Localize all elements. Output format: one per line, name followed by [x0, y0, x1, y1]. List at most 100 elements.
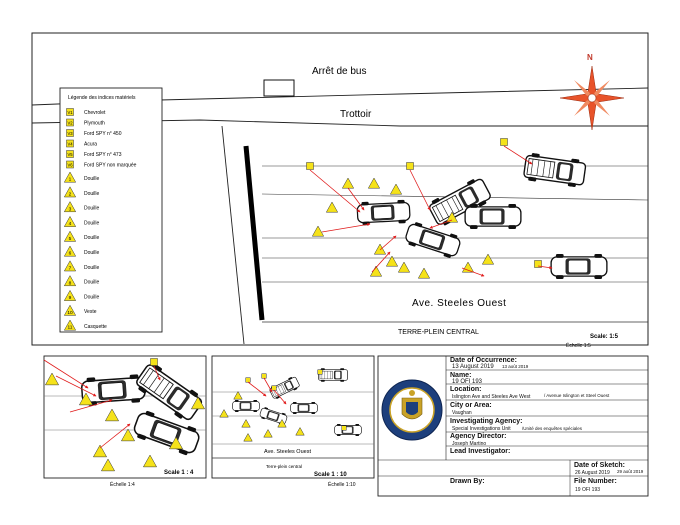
evidence-marker [445, 211, 459, 223]
compass-rose [559, 65, 625, 131]
inset-mid-vehicle [232, 400, 260, 412]
evidence-marker [92, 444, 108, 458]
legend-vehicle-marker: V5 [66, 150, 74, 158]
legend-item-label: Chevrolet [84, 110, 106, 116]
legend-item-label: Ford SPY n° 473 [84, 152, 122, 158]
evidence-arrow [321, 222, 371, 233]
evidence-arrow [371, 251, 391, 273]
vehicle-v1 [356, 199, 411, 226]
evidence-arrow [99, 423, 131, 449]
svg-text:V6: V6 [67, 162, 73, 167]
evidence-arrow [461, 267, 485, 277]
agency-label: Investigating Agency: [450, 418, 523, 425]
city-label: City or Area: [450, 402, 492, 409]
occurrence-value: 13 August 2019 [452, 364, 494, 370]
evidence-markers [306, 138, 553, 279]
evidence-marker [219, 408, 229, 418]
svg-text:9: 9 [69, 295, 72, 301]
svg-text:3: 3 [69, 206, 72, 212]
legend-item: 10 Veste [63, 304, 97, 316]
street-label: Ave. Steeles Ouest [412, 298, 506, 309]
inset-mid-median-label: Terre-plein central [266, 464, 302, 469]
legend-item: 3 Douille [63, 201, 100, 212]
legend-evidence-marker: 3 [63, 201, 77, 212]
vehicle-v6 [550, 254, 608, 279]
inset-mid-vehicle [290, 402, 318, 414]
evidence-marker [168, 436, 184, 450]
evidence-marker [341, 177, 355, 189]
evidence-arrow [273, 389, 287, 405]
evidence-arrow [503, 145, 533, 165]
scale-label-fr: Échelle 1:5 [566, 342, 591, 349]
legend-vehicle-marker: V2 [66, 118, 74, 127]
occurrence-label: Date of Occurrence: [450, 357, 517, 364]
sketch-date-value: 26 August 2019 [575, 470, 610, 476]
bus-shelter [263, 79, 295, 97]
evidence-marker [100, 458, 116, 472]
inset-mid-scale: Scale 1 : 10 [314, 472, 347, 478]
agency-value-fr: /Unité des enquêtes spéciales [522, 426, 583, 431]
inset-left-scale-fr: Échelle 1:4 [110, 481, 135, 488]
north-label: N [587, 53, 593, 62]
legend-item-label: Douille [84, 235, 100, 241]
legend-item: 5 Douille [63, 230, 100, 242]
legend-item: V5 Ford SPY n° 473 [66, 150, 122, 158]
legend-item-label: Douille [84, 250, 100, 256]
svg-text:4: 4 [69, 221, 72, 227]
legend-item: V2 Plymouth [66, 118, 105, 127]
evidence-marker [44, 372, 60, 386]
legend-item-label: Douille [84, 280, 100, 286]
sketch-date-value-fr: 29 août 2019 [617, 469, 644, 474]
inset-left-evidence [43, 358, 206, 472]
bus-stop-label: Arrêt de bus [312, 66, 366, 77]
legend-evidence-marker: 5 [63, 230, 77, 242]
svg-text:7: 7 [69, 266, 72, 272]
lead-investigator-label: Lead Investigator: [450, 448, 511, 455]
legend-vehicle-marker: V3 [66, 129, 74, 137]
svg-text:V2: V2 [67, 120, 73, 125]
legend-evidence-marker: 11 [63, 319, 77, 331]
legend-item: 6 Douille [63, 245, 100, 257]
evidence-arrow [263, 377, 273, 393]
road-edge-west [221, 125, 245, 345]
legend-item-label: Veste [84, 309, 97, 315]
file-number-value: 19 OFI 193 [575, 487, 601, 493]
evidence-marker [389, 183, 403, 195]
svg-text:V1: V1 [67, 110, 73, 115]
legend-item: V1 Chevrolet [66, 108, 106, 116]
inset-left-scale: Scale 1 : 4 [164, 470, 194, 476]
evidence-arrow [429, 219, 453, 229]
legend-item-label: Douille [84, 265, 100, 271]
director-value: Joseph Martino [452, 441, 487, 447]
drawn-by-label: Drawn By: [450, 478, 485, 485]
agency-seal [381, 379, 443, 441]
legend-item-label: Douille [84, 206, 100, 212]
evidence-marker [243, 432, 253, 442]
svg-text:8: 8 [69, 280, 72, 286]
evidence-marker [263, 428, 273, 438]
evidence-arrow [409, 169, 431, 211]
vehicle-v4-truck [522, 152, 588, 189]
svg-text:V3: V3 [67, 131, 73, 136]
location-value-fr: / Avenue Islington et Steel Ouest [544, 393, 610, 398]
svg-text:5: 5 [69, 236, 72, 242]
location-label: Location: [450, 386, 482, 393]
evidence-arrow [153, 365, 161, 381]
vehicle-v3 [464, 204, 522, 229]
evidence-marker [277, 418, 287, 428]
vehicle-marker [341, 425, 347, 431]
evidence-arrow [55, 375, 97, 397]
legend-item-label: Casquette [84, 324, 107, 330]
legend-evidence-marker: 1 [63, 171, 77, 183]
legend-item-label: Douille [84, 176, 100, 182]
evidence-arrow [347, 187, 365, 211]
evidence-marker [367, 177, 381, 189]
legend-item-label: Plymouth [84, 121, 105, 127]
svg-text:6: 6 [69, 251, 72, 257]
svg-text:10: 10 [67, 310, 73, 316]
inset-mid-scale-fr: Échelle 1:10 [328, 481, 356, 488]
